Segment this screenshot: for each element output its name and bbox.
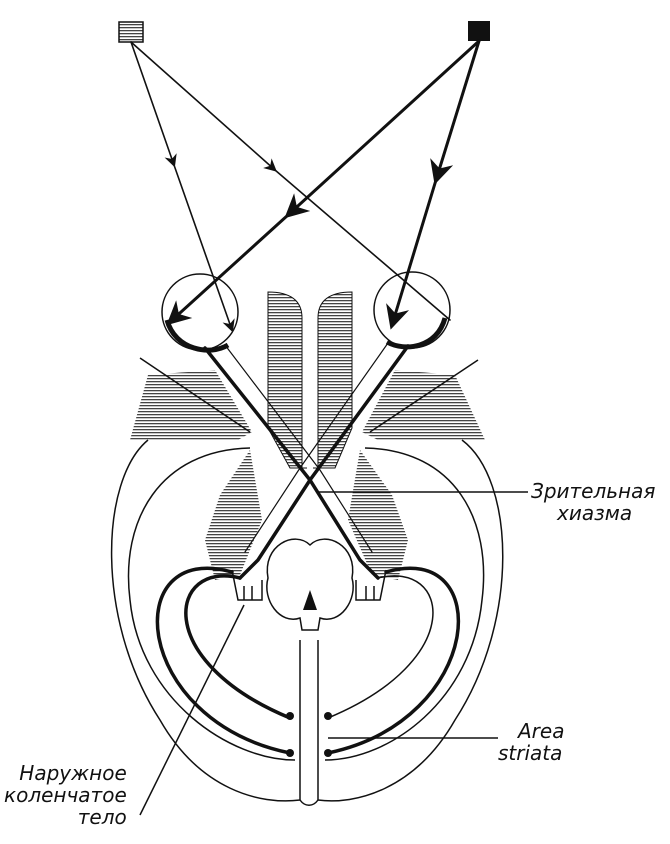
lateral-geniculate-label: Наружное коленчатое тело bbox=[4, 762, 127, 828]
left-eye bbox=[162, 274, 238, 350]
left-lateral-hatch bbox=[205, 450, 262, 580]
right-lateral-hatch bbox=[348, 450, 408, 580]
label-line: тело bbox=[4, 806, 127, 828]
left-object-icon bbox=[119, 22, 143, 42]
label-line: хиазма bbox=[531, 502, 655, 524]
label-line: striata bbox=[498, 742, 564, 764]
label-line: коленчатое bbox=[4, 784, 127, 806]
right-object-icon bbox=[468, 21, 490, 41]
right-orbit-region bbox=[362, 370, 485, 440]
left-orbit-region bbox=[130, 370, 252, 440]
area-striata-label: Area striata bbox=[498, 720, 564, 764]
light-rays bbox=[131, 41, 479, 330]
midbrain bbox=[267, 539, 353, 630]
optic-chiasm-label: Зрительная хиазма bbox=[531, 480, 655, 524]
label-line: Зрительная bbox=[531, 480, 655, 502]
label-line: Наружное bbox=[4, 762, 127, 784]
label-line: Area bbox=[498, 720, 564, 742]
